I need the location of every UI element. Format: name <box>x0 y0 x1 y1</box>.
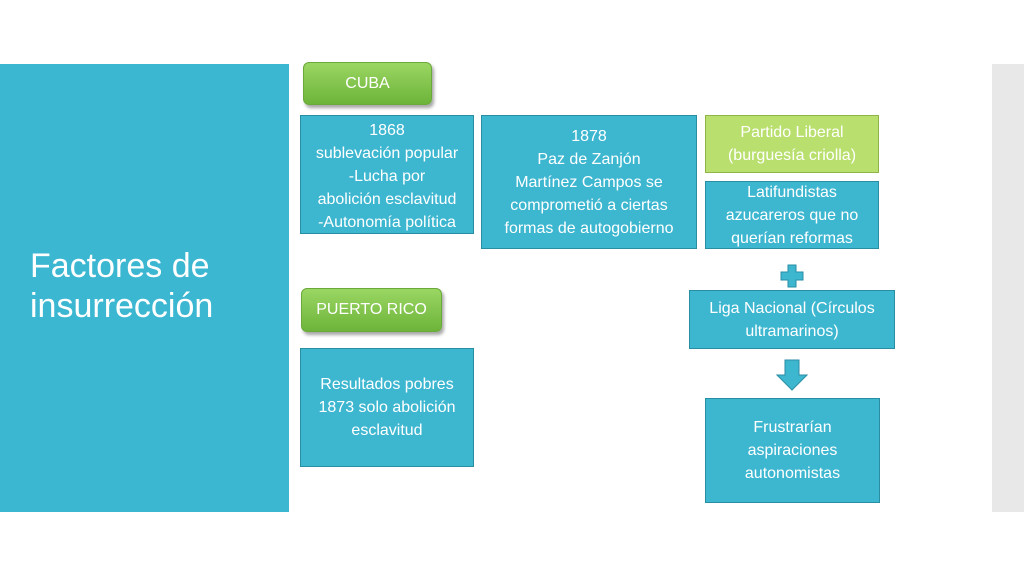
frustrarian-box: Frustrarían aspiraciones autonomistas <box>705 398 880 503</box>
puerto-rico-tag: PUERTO RICO <box>301 288 442 332</box>
title-panel <box>0 64 289 512</box>
puerto-rico-result-box: Resultados pobres 1873 solo abolición es… <box>300 348 474 467</box>
cuba-tag: CUBA <box>303 62 432 105</box>
arrow-down-icon <box>776 359 808 391</box>
slide-title: Factores de insurrección <box>30 247 214 325</box>
plus-icon <box>780 264 804 288</box>
right-gray-strip <box>992 64 1024 512</box>
cuba-1878-box: 1878 Paz de Zanjón Martínez Campos se co… <box>481 115 697 249</box>
liga-nacional-box: Liga Nacional (Círculos ultramarinos) <box>689 290 895 349</box>
cuba-1868-box: 1868 sublevación popular -Lucha por abol… <box>300 115 474 234</box>
latifundistas-box: Latifundistas azucareros que no querían … <box>705 181 879 249</box>
partido-liberal-box: Partido Liberal (burguesía criolla) <box>705 115 879 173</box>
